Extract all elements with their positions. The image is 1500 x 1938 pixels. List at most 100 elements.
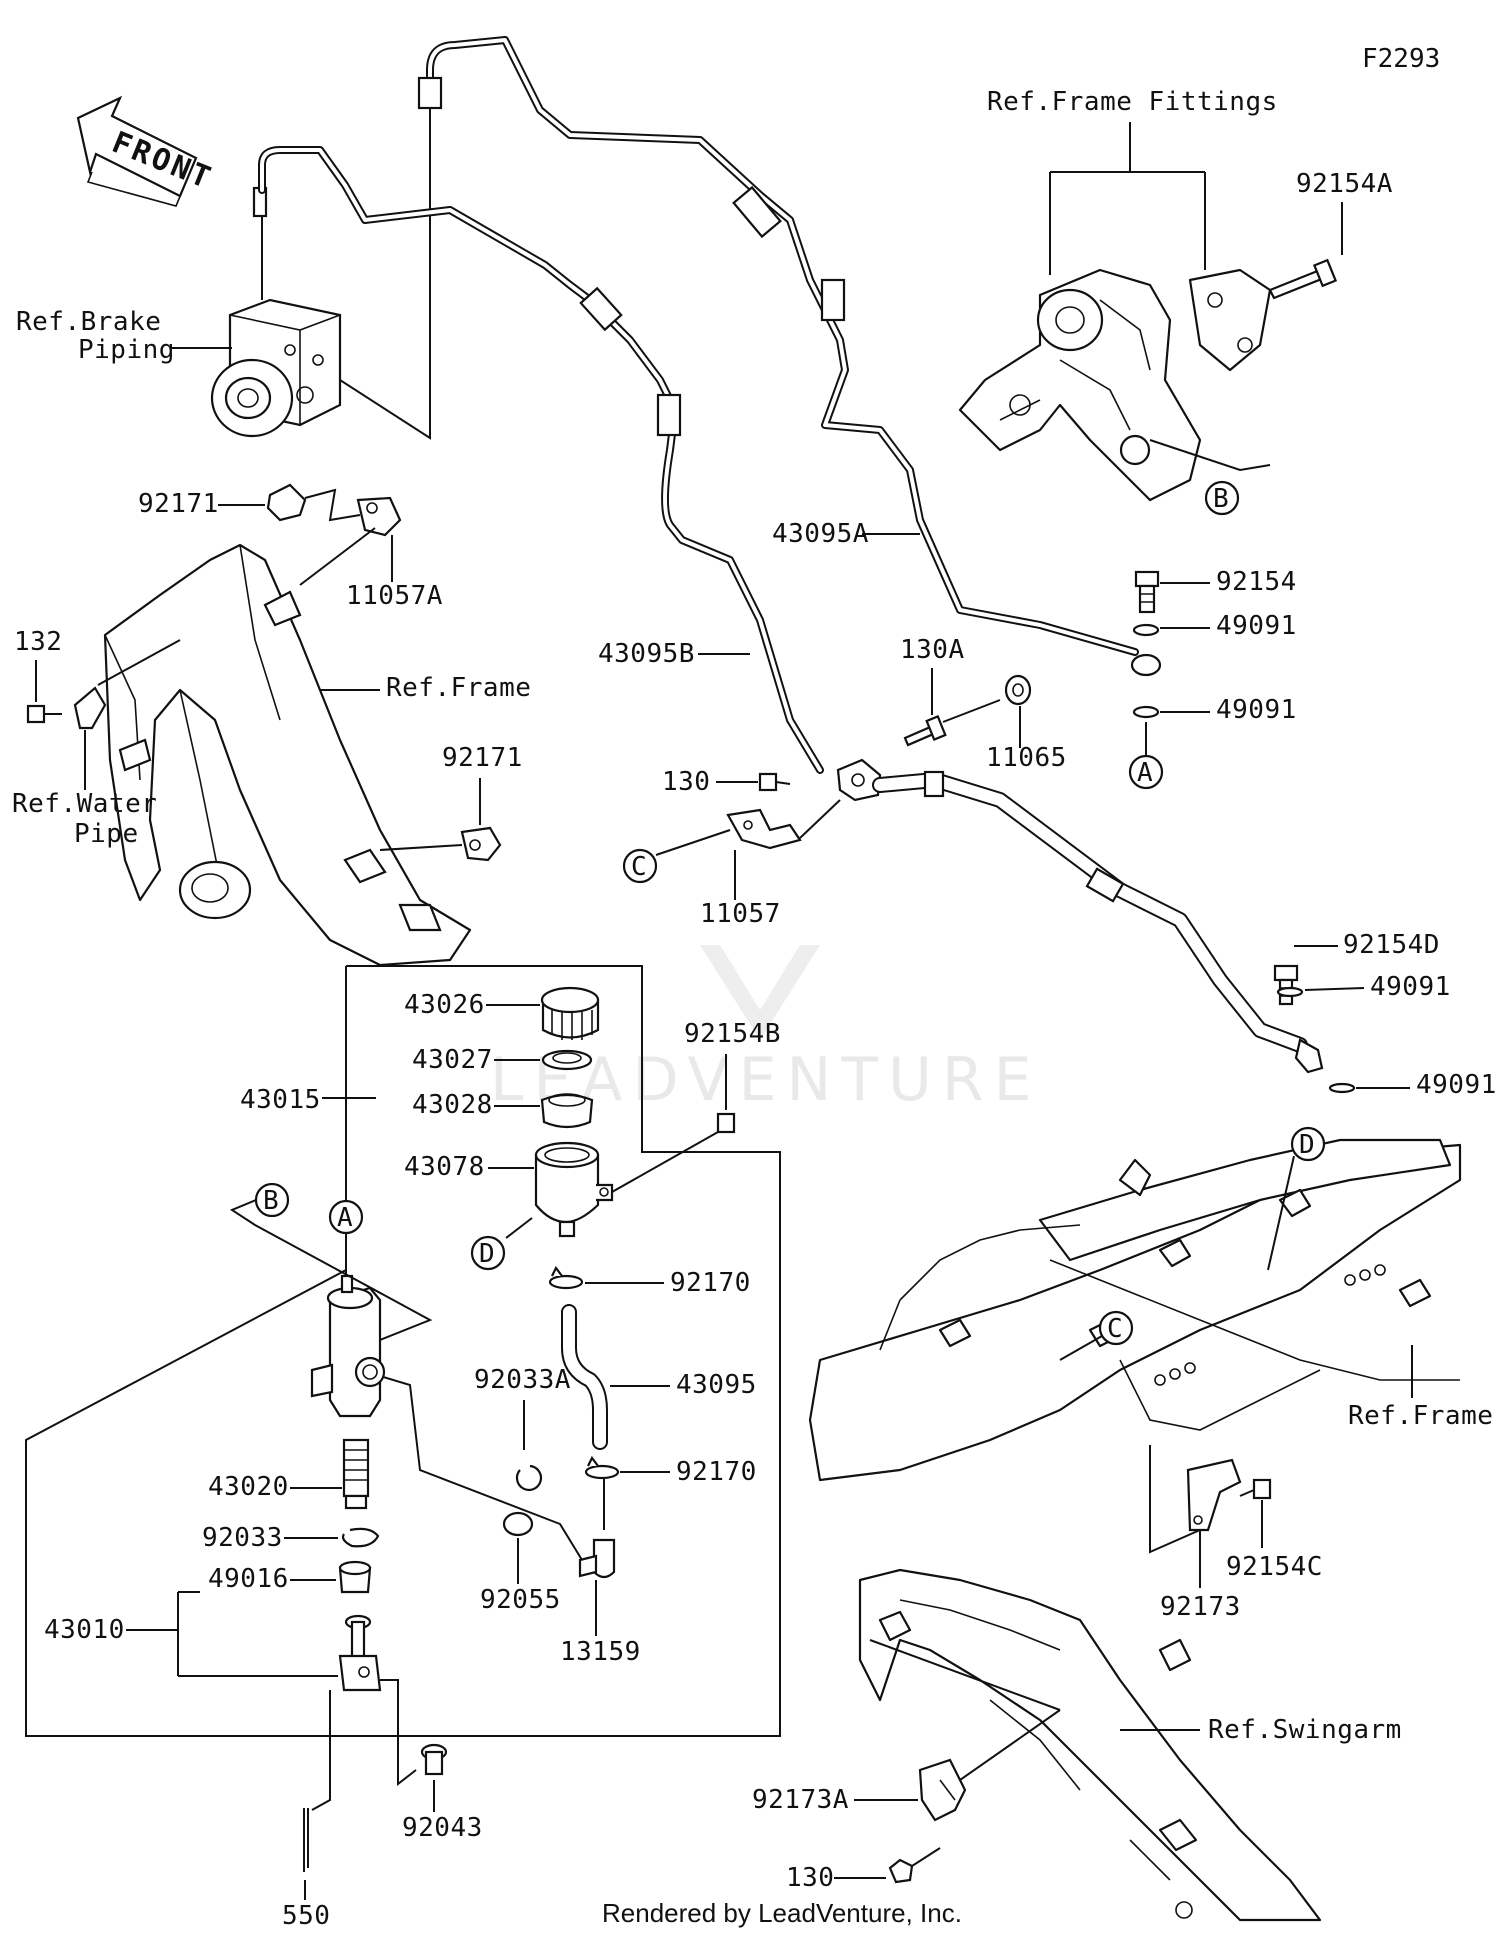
washer-49091-2: [1132, 705, 1160, 719]
diaphragm-43028: [540, 1093, 594, 1129]
marker-d-left-label: D: [479, 1239, 495, 1269]
part-92033: 92033: [202, 1523, 283, 1553]
bolt-130-bottom: [888, 1847, 941, 1884]
abs-unit: [210, 186, 342, 438]
marker-d-right: [1290, 1126, 1326, 1162]
washer-49091-3: [1276, 986, 1304, 998]
marker-a-top-label: A: [1137, 758, 1153, 788]
part-43015: 43015: [240, 1085, 321, 1115]
part-92154: 92154: [1216, 567, 1297, 597]
part-43095a: 43095A: [772, 519, 869, 549]
part-43078: 43078: [404, 1152, 485, 1182]
footer-credit: Rendered by LeadVenture, Inc.: [602, 1898, 962, 1928]
marker-a-bottom-label: A: [337, 1203, 353, 1233]
washer-49091-1: [1132, 623, 1160, 637]
clamp-92170-top: [548, 1265, 584, 1290]
marker-a-bottom: [328, 1199, 364, 1235]
part-92171-top: 92171: [138, 489, 219, 519]
bolt-92154d: [1273, 964, 1299, 1006]
part-92170-2: 92170: [676, 1457, 757, 1487]
part-49091-2: 49091: [1216, 695, 1297, 725]
frame-left-section: [103, 543, 472, 967]
part-43026: 43026: [404, 990, 485, 1020]
oring-92055: [502, 1511, 534, 1537]
part-49091-4: 49091: [1416, 1070, 1497, 1100]
part-92055: 92055: [480, 1585, 561, 1615]
bracket-11057a: [356, 496, 402, 537]
ref-frame-fittings-label: Ref.Frame Fittings: [987, 87, 1278, 117]
clamp-92170-bottom: [584, 1455, 620, 1480]
bolt-92154c: [1239, 1478, 1272, 1500]
marker-b-top-label: B: [1213, 484, 1229, 514]
marker-c-right: [1098, 1310, 1134, 1346]
part-92154a: 92154A: [1296, 169, 1393, 199]
part-92154d: 92154D: [1343, 930, 1440, 960]
ref-frame-label-left: Ref.Frame: [386, 673, 531, 703]
part-11057a: 11057A: [346, 581, 443, 611]
bracket-92173: [1186, 1458, 1242, 1532]
boot-49016: [338, 1560, 372, 1594]
part-13159: 13159: [560, 1637, 641, 1667]
plate-43027: [541, 1049, 593, 1071]
reservoir-43078: [534, 1141, 614, 1238]
marker-b-top: [1204, 480, 1240, 516]
part-130-top: 130: [662, 767, 710, 797]
part-49091-1: 49091: [1216, 611, 1297, 641]
ref-water-pipe-label-1: Ref.Water: [12, 789, 157, 819]
part-130-bottom: 130: [786, 1863, 834, 1893]
part-550: 550: [282, 1901, 330, 1931]
part-49016: 49016: [208, 1564, 289, 1594]
part-92154b: 92154B: [684, 1019, 781, 1049]
part-132: 132: [14, 627, 62, 657]
part-43020: 43020: [208, 1472, 289, 1502]
frame-fittings-bracket: [958, 268, 1272, 502]
piston-43020: [342, 1438, 370, 1510]
brake-pipe-43095b: [258, 146, 824, 774]
part-11057: 11057: [700, 899, 781, 929]
pin-92043: [420, 1743, 448, 1776]
ref-frame-label-right: Ref.Frame: [1348, 1401, 1493, 1431]
master-cylinder-body: [310, 1274, 386, 1418]
part-43095b: 43095B: [598, 639, 695, 669]
part-11065: 11065: [986, 743, 1067, 773]
figure-code: F2293: [1362, 44, 1440, 74]
reservoir-cap-43026: [540, 986, 600, 1040]
marker-c-right-label: C: [1107, 1314, 1123, 1344]
part-92170-1: 92170: [670, 1268, 751, 1298]
banjo-bolt-92154: [1134, 570, 1160, 614]
marker-d-right-label: D: [1299, 1130, 1315, 1160]
marker-a-top: [1128, 754, 1164, 790]
bracket-92173a: [918, 1758, 967, 1822]
brake-pipe-43095a: [417, 36, 1139, 656]
grommet-11065: [1004, 674, 1032, 706]
part-92171-bottom: 92171: [442, 743, 523, 773]
clip-92171-top: [266, 483, 307, 522]
circlip-92033: [341, 1527, 380, 1548]
part-43028: 43028: [412, 1090, 493, 1120]
marker-d-left: [470, 1235, 506, 1271]
marker-b-bottom-label: B: [263, 1186, 279, 1216]
ref-brake-piping-label-2: Piping: [78, 335, 175, 365]
part-92043: 92043: [402, 1813, 483, 1843]
bolt-130a: [903, 715, 947, 747]
ref-swingarm-label: Ref.Swingarm: [1208, 1715, 1402, 1745]
part-43010: 43010: [44, 1615, 125, 1645]
joint-block: [836, 758, 882, 802]
swingarm-section: [858, 1568, 1322, 1922]
reservoir-hose-43095: [561, 1304, 608, 1450]
bolt-132: [26, 704, 62, 724]
ref-water-pipe-label-2: Pipe: [74, 819, 139, 849]
washer-49091-4: [1328, 1082, 1356, 1094]
front-arrow-icon: FRONT: [76, 95, 218, 207]
bracket-11057: [726, 808, 802, 850]
part-130a: 130A: [900, 635, 965, 665]
part-49091-3: 49091: [1370, 972, 1451, 1002]
water-pipe-clip: [73, 686, 107, 730]
part-92033a: 92033A: [474, 1365, 571, 1395]
hose-fitting-13159: [578, 1538, 616, 1579]
bolt-130-top: [758, 772, 791, 792]
marker-c-top: [622, 848, 658, 884]
part-92173: 92173: [1160, 1592, 1241, 1622]
marker-c-top-label: C: [631, 852, 647, 882]
